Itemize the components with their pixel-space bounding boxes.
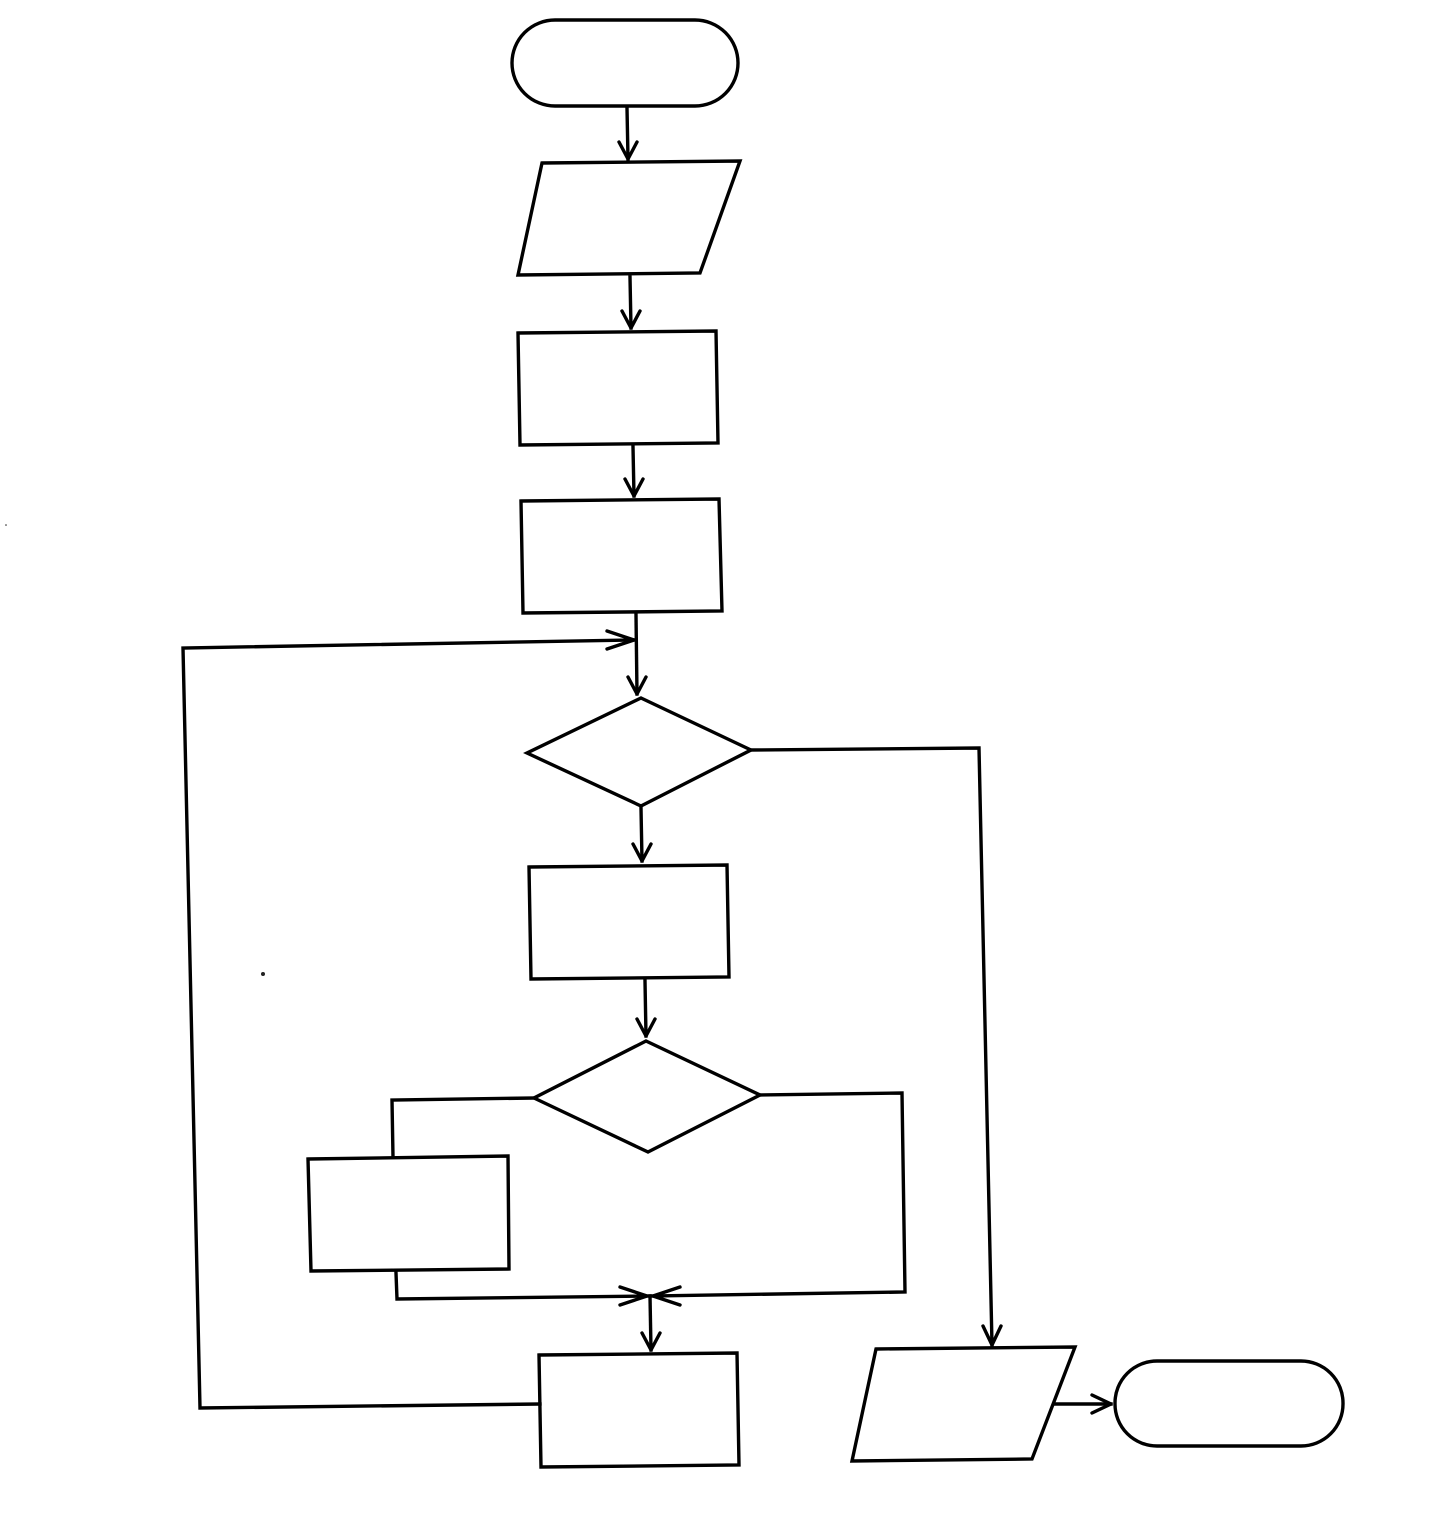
arrowhead-end (1090, 1393, 1113, 1415)
arrowhead-loop-return (605, 629, 636, 651)
connector-process3-to-branch-decision (643, 979, 648, 1038)
connector-start-to-input (625, 106, 630, 161)
loop-update-box (537, 1351, 741, 1469)
input-parallelogram (515, 159, 743, 277)
connector-loop-decision-exit (749, 746, 994, 1347)
loop-decision-diamond (523, 696, 755, 808)
branch-process-box (306, 1154, 511, 1273)
process-box-1 (516, 329, 720, 447)
arrowhead-update (640, 1331, 662, 1352)
connector-input-to-process1 (628, 275, 633, 330)
arrowhead-output (981, 1324, 1003, 1347)
arrowhead-merge-right (651, 1285, 682, 1307)
start-terminator (510, 18, 740, 108)
connector-branch-box-to-merge (394, 1271, 652, 1301)
arrowhead-loop-decision (626, 675, 648, 696)
process-box-3 (527, 863, 731, 981)
arrowhead-process1 (620, 309, 642, 330)
connector-loop-decision-to-process3 (639, 806, 644, 863)
output-parallelogram (849, 1345, 1078, 1463)
connector-branch-left (390, 1096, 536, 1159)
arrowhead-branch-decision (635, 1017, 657, 1038)
scan-speck (5, 524, 7, 526)
connector-process2-to-loop-decision (634, 613, 639, 696)
end-terminator (1113, 1359, 1345, 1448)
connector-loop-back (181, 638, 636, 1410)
arrowhead-merge-left (618, 1285, 649, 1307)
connector-branch-right (648, 1091, 907, 1298)
branch-decision-diamond (530, 1039, 764, 1154)
connector-process1-to-process2 (631, 445, 636, 498)
arrowhead-input (617, 140, 639, 161)
process-box-2 (519, 497, 724, 615)
arrowhead-process2 (623, 477, 645, 498)
connector-merge-to-update (648, 1294, 653, 1352)
arrowhead-process3 (631, 842, 653, 863)
scan-speck (261, 972, 265, 976)
